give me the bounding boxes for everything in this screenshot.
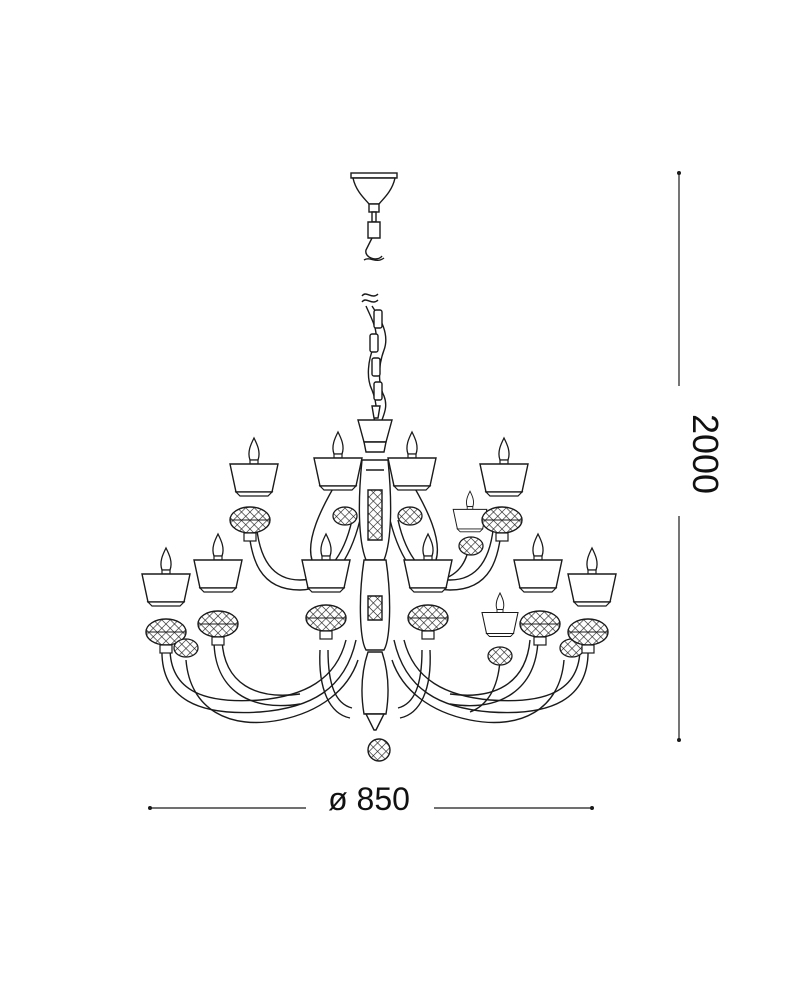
candle-lower-mid-left bbox=[193, 533, 243, 646]
width-dimension: ø 850 bbox=[148, 781, 594, 817]
candle-lower-center-right bbox=[403, 533, 453, 640]
candle-lower-back-left bbox=[173, 638, 199, 658]
candle-lower-mid-right bbox=[513, 533, 563, 646]
candle-upper-far-right bbox=[479, 437, 529, 542]
central-column bbox=[357, 419, 393, 731]
height-dimension-bottom-marker bbox=[677, 738, 681, 742]
lower-arms bbox=[161, 639, 589, 724]
width-label: ø 850 bbox=[328, 781, 410, 817]
candle-upper-far-left bbox=[229, 437, 279, 542]
candle-lower-center-left bbox=[301, 533, 351, 640]
candle-upper-inner-right bbox=[387, 431, 437, 526]
width-dimension-right-marker bbox=[590, 806, 594, 810]
ceiling-canopy bbox=[350, 172, 398, 261]
candle-lower-back-right bbox=[481, 592, 519, 666]
candle-upper-back-right bbox=[452, 490, 488, 556]
height-dimension: 2000 bbox=[677, 171, 726, 742]
height-label: 2000 bbox=[685, 414, 726, 494]
suspension-chain bbox=[361, 293, 387, 421]
candle-lower-outer-right bbox=[567, 547, 617, 654]
candle-lower-outer-left bbox=[141, 547, 191, 654]
bottom-finial-knob bbox=[367, 738, 391, 762]
